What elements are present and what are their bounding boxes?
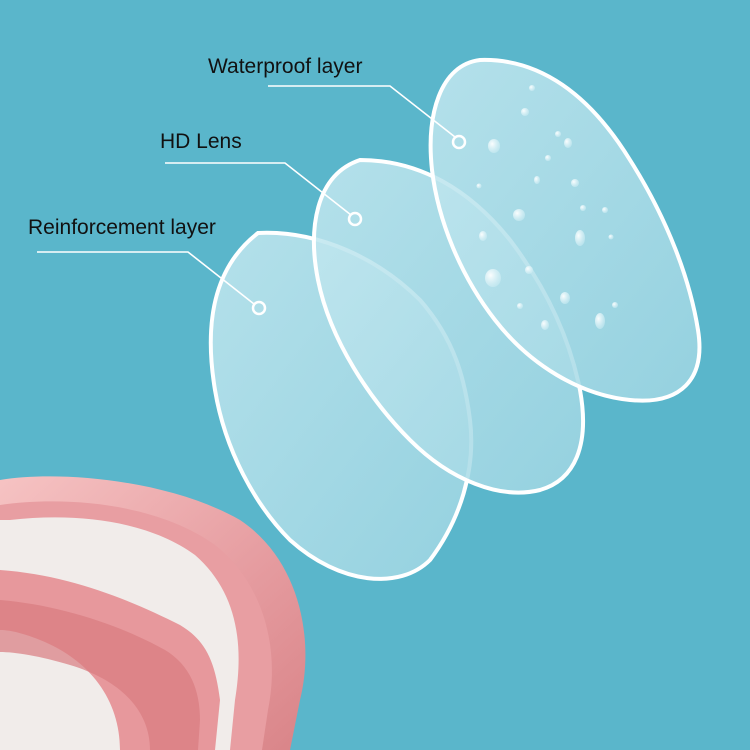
hd-lens-callout: [165, 162, 352, 216]
reinforcement-callout: [37, 251, 255, 305]
waterproof-layer: [428, 57, 702, 403]
goggle-frame: [0, 476, 306, 750]
hd-lens-marker: [347, 211, 363, 227]
reinforcement-marker: [251, 300, 267, 316]
waterproof-marker: [451, 134, 467, 150]
waterproof-layer-label: Waterproof layer: [208, 55, 363, 78]
reinforcement-layer-label: Reinforcement layer: [28, 216, 216, 239]
callout-lines: [37, 85, 456, 305]
water-droplets: [476, 85, 618, 330]
waterproof-callout: [268, 85, 456, 138]
hd-lens-label: HD Lens: [160, 130, 242, 153]
